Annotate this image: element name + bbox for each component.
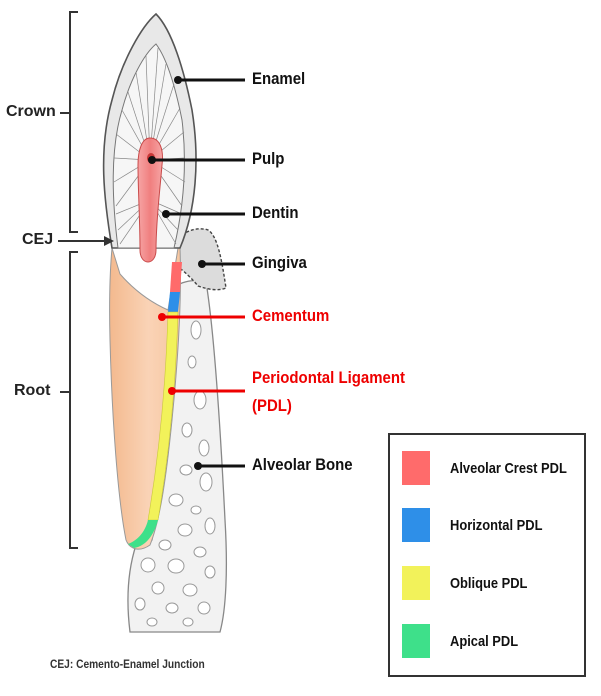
dentin-label: Dentin [252,203,299,222]
legend-swatch [402,566,430,600]
pdl-alveolar-crest [170,262,182,292]
pointer-lines [148,76,245,470]
legend-item-oblique: Oblique PDL [402,566,582,602]
legend-label: Oblique PDL [450,575,528,592]
pdl-apical [128,520,158,548]
cementum-label: Cementum [252,306,330,325]
cervical-dentin [111,247,179,311]
legend: Alveolar Crest PDL Horizontal PDL Obliqu… [388,433,586,677]
gingiva [171,228,227,291]
footnote: CEJ: Cemento-Enamel Junction [50,657,205,671]
legend-label: Apical PDL [450,633,519,650]
pdl-horizontal [168,292,180,312]
legend-label: Alveolar Crest PDL [450,460,567,477]
cej-label: CEJ [22,231,54,248]
legend-swatch [402,451,430,485]
legend-label: Horizontal PDL [450,517,543,534]
legend-item-horizontal: Horizontal PDL [402,508,582,544]
crown-label: Crown [6,103,56,120]
root-label: Root [14,382,51,399]
pulp-label: Pulp [252,149,285,168]
side-brackets [60,11,78,549]
legend-item-alveolar-crest: Alveolar Crest PDL [402,451,582,487]
legend-item-apical: Apical PDL [402,624,582,660]
pdl-bands [128,262,182,548]
alveolar-bone-label: Alveolar Bone [252,455,353,474]
cej-arrow [58,236,114,246]
pulp [137,137,163,263]
pdl-label-line2: (PDL) [252,396,292,415]
alveolar-bone [127,279,228,633]
pdl-label-line1: Periodontal Ligament [252,368,405,387]
legend-swatch [402,508,430,542]
gingiva-label: Gingiva [252,253,307,272]
legend-swatch [402,624,430,658]
enamel-label: Enamel [252,69,306,88]
